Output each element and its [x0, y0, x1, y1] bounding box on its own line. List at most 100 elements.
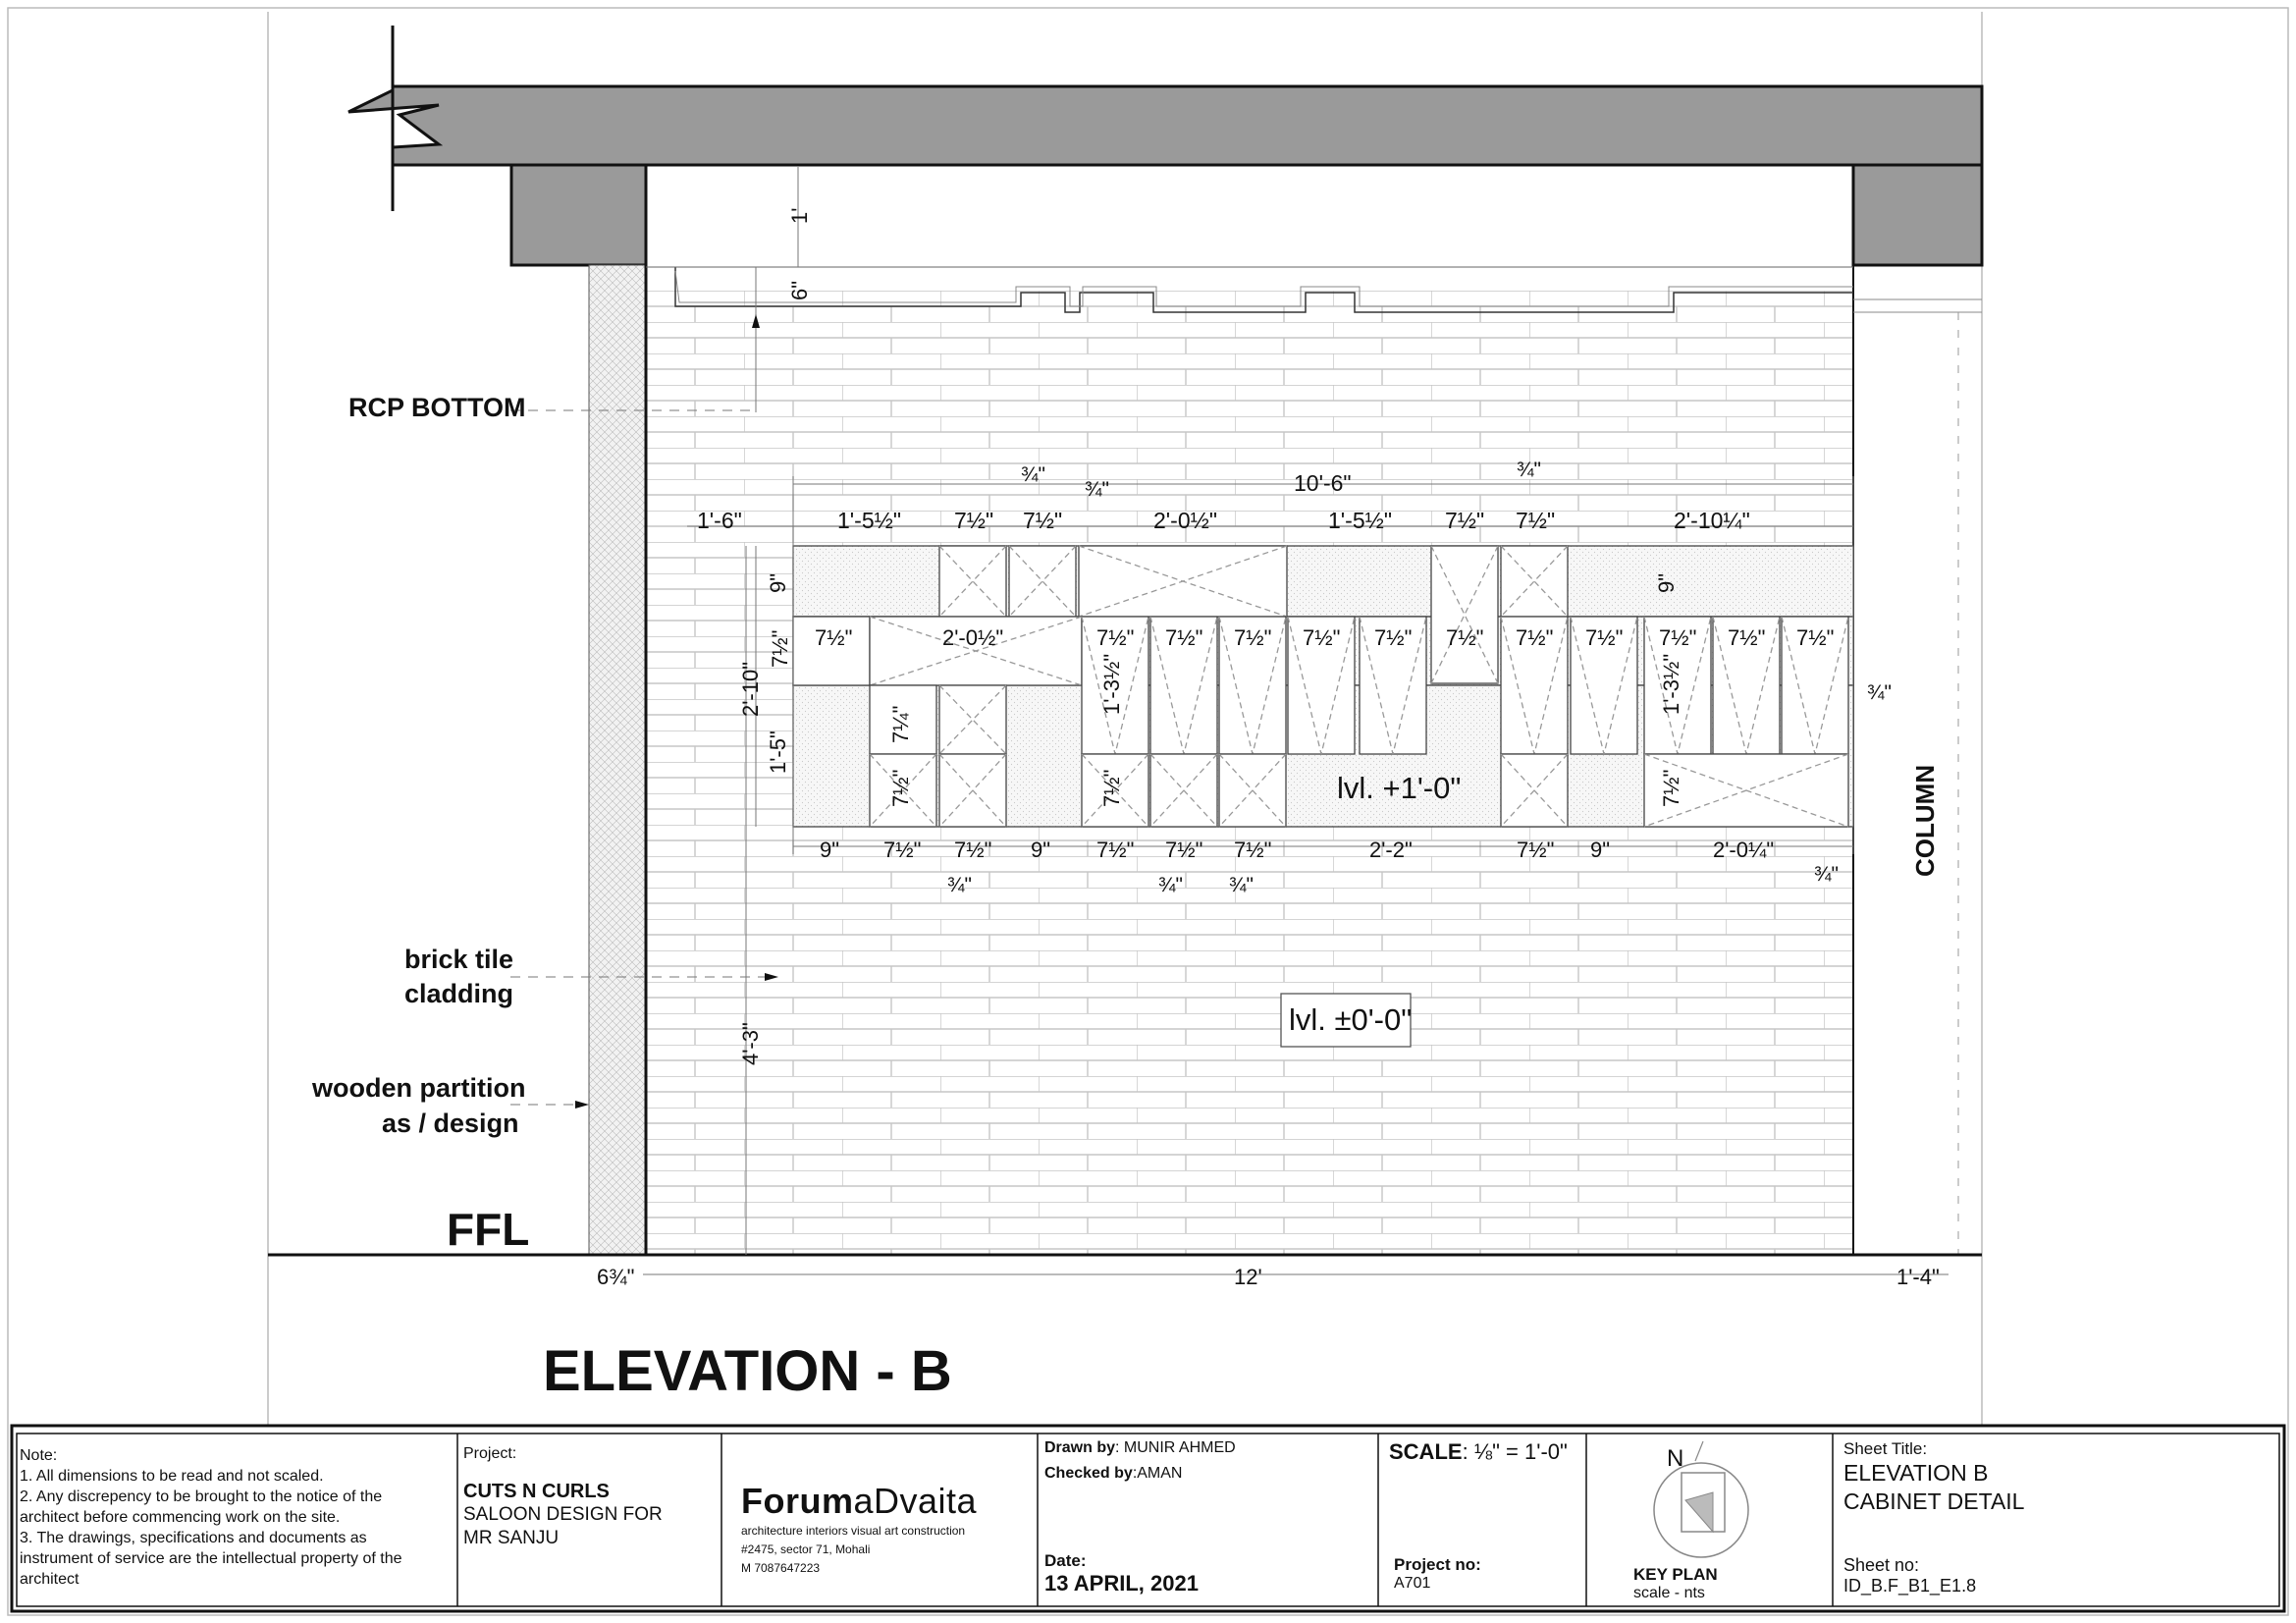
- sheet-no-label: Sheet no:: [1843, 1555, 1920, 1575]
- dim-top: 1'-5½": [837, 508, 901, 533]
- dim-mid: 7½": [1585, 625, 1623, 650]
- dim-bottom-gap: ¾": [947, 874, 972, 896]
- dim-bottom: 7½": [1165, 838, 1202, 862]
- sheet-no-block: Sheet no: ID_B.F_B1_E1.8: [1843, 1555, 1976, 1596]
- dim-vertical: 7½": [1099, 770, 1124, 807]
- key-plan-block: KEY PLAN scale - nts: [1633, 1565, 1718, 1602]
- dim-mid: 7½": [1796, 625, 1834, 650]
- dim-bottom: 9": [820, 838, 839, 862]
- dim-mid: 7½": [1728, 625, 1765, 650]
- drawn-by-label: Drawn by: [1044, 1439, 1116, 1456]
- note-line: 2. Any discrepency to be brought to the …: [20, 1488, 383, 1505]
- project-name: CUTS N CURLS: [463, 1481, 610, 1502]
- dim-bottom-gap: ¾": [1229, 874, 1254, 896]
- scale-block: SCALE: ⅛" = 1'-0": [1389, 1439, 1568, 1465]
- note-line: architect: [20, 1571, 80, 1588]
- project-block: Project: CUTS N CURLS SALOON DESIGN FOR …: [463, 1445, 719, 1550]
- dim-top-gap: ¾": [1085, 478, 1109, 501]
- brick-tile-label: brick tile: [404, 945, 513, 974]
- column-label: COLUMN: [1910, 765, 1940, 877]
- dim-vertical: 4'-3": [738, 1022, 763, 1065]
- scale-label: SCALE: [1389, 1439, 1463, 1464]
- ffl-label: FFL: [447, 1204, 529, 1255]
- dim-vertical: 7½": [768, 630, 792, 668]
- dim-top: 7½": [1445, 508, 1484, 533]
- dim-floor: 6¾": [597, 1265, 634, 1289]
- level-floor-label: lvl. ±0'-0": [1289, 1002, 1412, 1037]
- dim-top-overall: 10'-6": [1294, 470, 1352, 496]
- brand-tagline: architecture interiors visual art constr…: [741, 1524, 966, 1538]
- dim-mid: 7½": [1446, 625, 1483, 650]
- dim-top-gap: ¾": [1517, 459, 1541, 481]
- key-plan-label: KEY PLAN: [1633, 1565, 1718, 1584]
- note-line: 1. All dimensions to be read and not sca…: [20, 1468, 324, 1485]
- checked-by-label: Checked by: [1044, 1465, 1133, 1482]
- note-line: 3. The drawings, specifications and docu…: [20, 1530, 367, 1546]
- drawn-block: Drawn by: MUNIR AHMED Checked by:AMAN: [1044, 1435, 1359, 1487]
- project-client: MR SANJU: [463, 1528, 560, 1548]
- dim-bottom: 7½": [1234, 838, 1271, 862]
- dim-mid: 2'-0½": [942, 625, 1003, 650]
- dim-vertical: 1': [787, 208, 812, 224]
- sheet-title-label: Sheet Title:: [1843, 1439, 1928, 1458]
- project-no-block: Project no: A701: [1394, 1555, 1481, 1593]
- dim-right-gap: ¾": [1867, 681, 1892, 704]
- dim-bottom: 7½": [883, 838, 921, 862]
- partition-label: wooden partition: [311, 1073, 525, 1103]
- dim-vertical: 1'-5": [766, 730, 790, 774]
- ceiling-slab: [347, 26, 1984, 267]
- project-desc: SALOON DESIGN FOR: [463, 1504, 663, 1525]
- brand-name: ForumaDvaita: [741, 1481, 1026, 1522]
- dim-bottom: 7½": [1096, 838, 1134, 862]
- dim-mid: 7½": [1096, 625, 1134, 650]
- dim-mid: 7½": [1516, 625, 1553, 650]
- scale-value: : ⅛" = 1'-0": [1462, 1439, 1568, 1464]
- wall-cabinet: [792, 545, 1854, 828]
- dim-vertical: 1'-3½": [1099, 654, 1124, 715]
- dim-top: 2'-0½": [1153, 508, 1217, 533]
- date-block: Date: 13 APRIL, 2021: [1044, 1551, 1359, 1596]
- firm-logo: ForumaDvaita architecture interiors visu…: [741, 1481, 1026, 1578]
- dim-left-offset: 1'-6": [697, 508, 742, 533]
- dim-top: 7½": [1516, 508, 1555, 533]
- dim-top-gap: ¾": [1021, 463, 1045, 486]
- drawn-by-value: : MUNIR AHMED: [1115, 1439, 1236, 1456]
- dim-bottom: 9": [1031, 838, 1050, 862]
- brand-light: aDvaita: [853, 1481, 978, 1521]
- project-label: Project:: [463, 1445, 517, 1462]
- sheet-title-line: ELEVATION B: [1843, 1460, 1989, 1486]
- dim-vertical: 6": [787, 281, 812, 300]
- dim-bottom: 9": [1590, 838, 1610, 862]
- date-value: 13 APRIL, 2021: [1044, 1571, 1199, 1596]
- rcp-bottom-label: RCP BOTTOM: [348, 393, 526, 422]
- sheet-no-value: ID_B.F_B1_E1.8: [1843, 1576, 1977, 1596]
- partition-label-2: as / design: [382, 1109, 519, 1138]
- level-top-label: lvl. +1'-0": [1337, 771, 1461, 805]
- north-label: N: [1667, 1445, 1684, 1472]
- dim-bottom: 7½": [954, 838, 991, 862]
- dim-mid: 7½": [1234, 625, 1271, 650]
- dim-bottom: 7½": [1517, 838, 1554, 862]
- dim-vertical: 9": [1654, 573, 1679, 593]
- project-no-label: Project no:: [1394, 1555, 1481, 1574]
- brand-phone: M 7087647223: [741, 1561, 821, 1575]
- project-no-value: A701: [1394, 1575, 1431, 1592]
- note-heading: Note:: [20, 1447, 58, 1464]
- dim-vertical: 7¼": [888, 706, 913, 743]
- sheet-title-block: Sheet Title: ELEVATION B CABINET DETAIL: [1843, 1439, 2256, 1516]
- date-label: Date:: [1044, 1551, 1087, 1570]
- key-plan-scale: scale - nts: [1633, 1585, 1705, 1601]
- sheet-title-line: CABINET DETAIL: [1843, 1488, 2025, 1514]
- dim-vertical: 1'-3½": [1659, 654, 1683, 715]
- dim-vertical: 9": [766, 573, 790, 593]
- dim-mid: 7½": [1374, 625, 1412, 650]
- dim-floor: 12': [1234, 1265, 1262, 1289]
- checked-by-value: :AMAN: [1132, 1465, 1183, 1482]
- dim-vertical: 7½": [1659, 770, 1683, 807]
- brick-tile-label-2: cladding: [404, 979, 513, 1008]
- key-plan-north-icon: [1653, 1440, 1749, 1558]
- dim-floor: 1'-4": [1896, 1265, 1940, 1289]
- drawing-title: ELEVATION - B: [543, 1339, 952, 1403]
- dim-bottom-gap: ¾": [1814, 863, 1839, 886]
